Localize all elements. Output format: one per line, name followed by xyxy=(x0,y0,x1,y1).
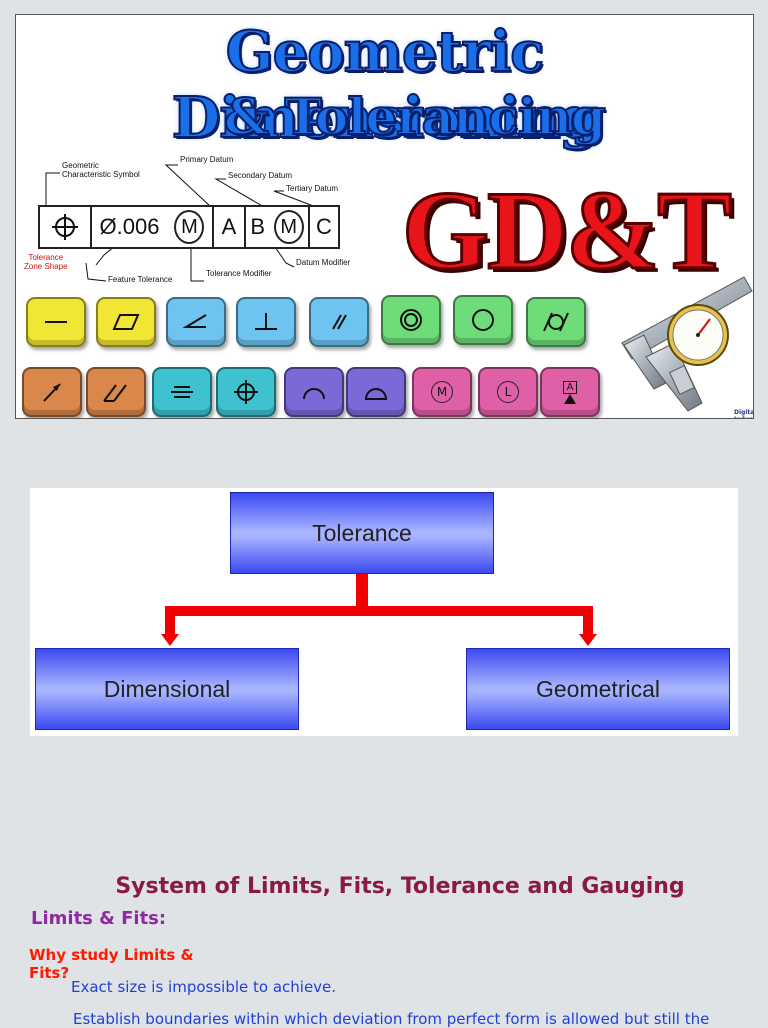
callout-tolerance-modifier: Tolerance Modifier xyxy=(206,269,272,278)
dial-caliper-image xyxy=(621,276,753,412)
banner-title-line1: Geometric Dimensioning xyxy=(171,18,599,152)
lmc-icon: L xyxy=(478,367,538,417)
brand-logo: Digital Industrial xyxy=(734,409,754,418)
callout-primary-datum: Primary Datum xyxy=(180,155,234,164)
circularity-icon xyxy=(453,295,513,345)
feature-control-frame: Ø.006 M A B M C xyxy=(38,205,340,249)
subheading-limits-fits: Limits & Fits: xyxy=(31,908,167,929)
total-runout-icon xyxy=(86,367,146,417)
callout-tolerance-zone-shape: Tolerance Zone Shape xyxy=(24,253,68,271)
fcf-datum-a: A xyxy=(214,207,246,247)
tolerance-diagram: Tolerance Dimensional Geometrical xyxy=(30,488,738,736)
fcf-datum-b-cell: B M xyxy=(246,207,310,247)
profile-of-surface-icon xyxy=(346,367,406,417)
fcf-datum-modifier: M xyxy=(273,210,304,244)
fcf-diameter-value: Ø.006 xyxy=(99,214,160,239)
why-study-heading: Why study Limits & Fits? xyxy=(29,946,194,982)
angularity-icon xyxy=(166,297,226,347)
gdt-banner-image: Geometric Dimensioning & Tolerancing Geo… xyxy=(15,14,754,419)
symmetry-icon xyxy=(152,367,212,417)
diagram-node-dimensional: Dimensional xyxy=(35,648,299,730)
profile-of-line-icon xyxy=(284,367,344,417)
section-title: System of Limits, Fits, Tolerance and Ga… xyxy=(115,874,685,899)
parallelism-icon xyxy=(309,297,369,347)
fcf-modifier-mmc: M xyxy=(174,210,205,244)
mmc-letter: M xyxy=(431,381,453,403)
datum-feature-icon: A xyxy=(540,367,600,417)
callout-secondary-datum: Secondary Datum xyxy=(228,171,293,180)
datum-feature-letter: A xyxy=(562,380,578,394)
fcf-datum-c: C xyxy=(316,214,332,239)
callout-feature-tolerance: Feature Tolerance xyxy=(108,275,173,284)
lmc-letter: L xyxy=(497,381,519,403)
perpendicularity-icon xyxy=(236,297,296,347)
position-symbol-icon xyxy=(40,207,92,247)
callout-tertiary-datum: Tertiary Datum xyxy=(286,184,339,193)
mmc-icon: M xyxy=(412,367,472,417)
body-line-2: Establish boundaries within which deviat… xyxy=(73,1010,710,1028)
flatness-icon xyxy=(96,297,156,347)
straightness-icon xyxy=(26,297,86,347)
diagram-node-geometrical: Geometrical xyxy=(466,648,730,730)
cylindricity-icon xyxy=(526,297,586,347)
banner-title-line2: & Tolerancing xyxy=(223,86,607,147)
diagram-connector-arrows xyxy=(161,572,597,646)
callout-datum-modifier: Datum Modifier xyxy=(296,258,351,267)
diagram-node-tolerance: Tolerance xyxy=(230,492,494,574)
fcf-tolerance-cell: Ø.006 M xyxy=(92,207,214,247)
body-line-1: Exact size is impossible to achieve. xyxy=(71,978,337,996)
gdt-acronym: GD&T xyxy=(401,168,734,295)
position-icon xyxy=(216,367,276,417)
concentricity-icon xyxy=(381,295,441,345)
fcf-datum-b: B xyxy=(250,214,266,239)
callout-geometric-symbol: Geometric Characteristic Symbol xyxy=(62,161,140,179)
circular-runout-icon xyxy=(22,367,82,417)
